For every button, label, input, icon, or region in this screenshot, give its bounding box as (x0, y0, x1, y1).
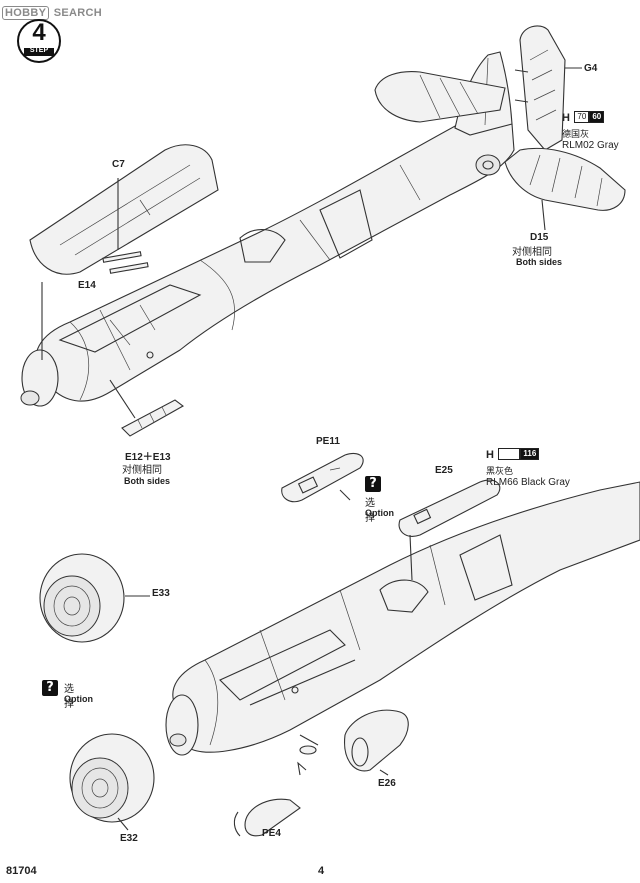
part-label-d15: D15 (530, 232, 549, 243)
option-en-lower: Option (64, 694, 93, 704)
watermark-brand: HOBBY (2, 6, 50, 20)
paint-prefix: H (562, 112, 570, 124)
lower-fuselage (165, 481, 640, 756)
kit-number: 81704 (6, 865, 37, 877)
d15-both-sides-cn: 对侧相同 (512, 247, 552, 258)
part-label-e33: E33 (152, 588, 170, 599)
paint-name-en: RLM66 Black Gray (486, 477, 570, 488)
elevator-g4 (514, 25, 582, 151)
wheel-e33 (39, 553, 150, 643)
headrest-e25 (339, 479, 501, 581)
flap-pe11 (281, 452, 364, 503)
wheel-e32 (69, 733, 155, 831)
step-label: STEP (29, 47, 49, 54)
part-pe4 (233, 761, 307, 837)
e12-both-sides-cn: 对侧相同 (122, 465, 162, 476)
upper-fuselage (20, 51, 515, 407)
part-label-e14: E14 (78, 280, 96, 291)
paint-name-en: RLM02 Gray (562, 140, 619, 151)
part-label-e32: E32 (120, 833, 138, 844)
option-cn-lower: 选择 (64, 684, 74, 710)
part-label-g4: G4 (584, 63, 598, 74)
question-mark-icon: ? (42, 680, 58, 696)
watermark-text: SEARCH (53, 7, 102, 19)
part-label-e26: E26 (378, 778, 396, 789)
paint-name-cn: 黑灰色 (486, 467, 514, 477)
stabilizer-d15 (504, 147, 626, 231)
part-label-e25: E25 (435, 465, 453, 476)
step-badge-graphic (17, 19, 61, 63)
part-label-c7: C7 (112, 159, 125, 170)
paint-code-box-dark: 116 (520, 447, 540, 460)
paint-name-cn: 德国灰 (562, 130, 590, 140)
strips-e14 (102, 251, 149, 274)
exhaust-e12-e13 (109, 379, 185, 437)
paint-code-box (498, 447, 521, 460)
step-badge: 4 STEP (16, 18, 62, 64)
part-label-pe11: PE11 (316, 436, 340, 447)
option-cn-upper: 选择 (365, 498, 375, 524)
watermark: HOBBY SEARCH (2, 3, 102, 21)
part-label-pe4: PE4 (262, 828, 281, 839)
intake-e26 (299, 709, 409, 776)
paint-prefix: H (486, 449, 494, 461)
e12-both-sides-en: Both sides (124, 476, 171, 486)
part-label-e12-e13: E12＋E13 (125, 452, 171, 463)
cowl-panel-c7 (29, 144, 219, 360)
d15-both-sides-en: Both sides (516, 257, 563, 267)
step-number: 4 (32, 19, 46, 46)
option-en-upper: Option (365, 508, 394, 518)
paint-code-box: 70 (574, 110, 590, 123)
paint-code-box-dark: 60 (589, 110, 605, 123)
paint-callout-rlm66: H 116 黑灰色 RLM66 Black Gray (486, 445, 570, 488)
page-number: 4 (318, 865, 325, 877)
question-mark-icon: ? (365, 476, 381, 492)
